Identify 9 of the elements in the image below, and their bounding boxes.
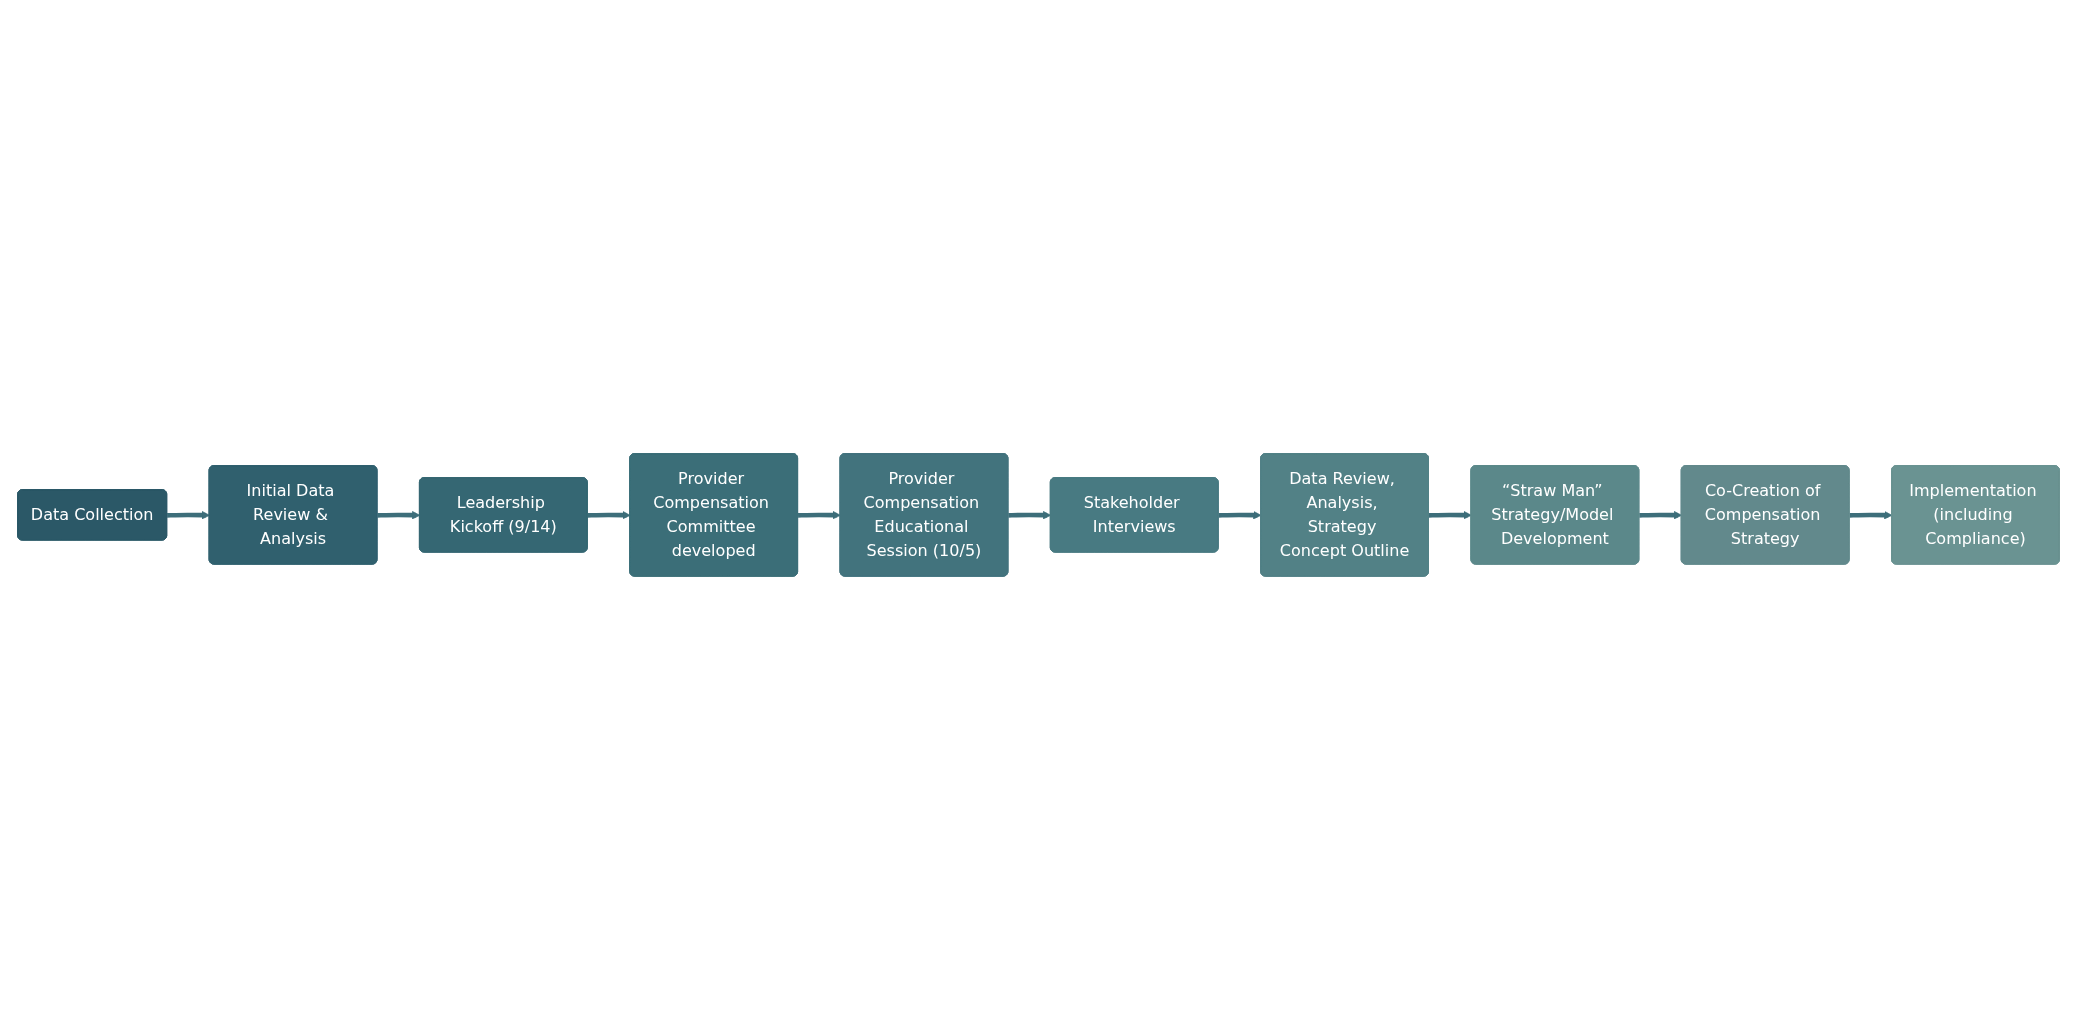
arrow <box>1428 511 1472 520</box>
arrow <box>587 511 631 520</box>
arrow <box>167 511 210 520</box>
arrow <box>1218 511 1262 520</box>
arrow <box>1008 511 1052 520</box>
arrow <box>798 511 841 520</box>
arrow <box>1639 511 1683 520</box>
arrow <box>1849 511 1893 520</box>
arrow <box>377 511 421 520</box>
